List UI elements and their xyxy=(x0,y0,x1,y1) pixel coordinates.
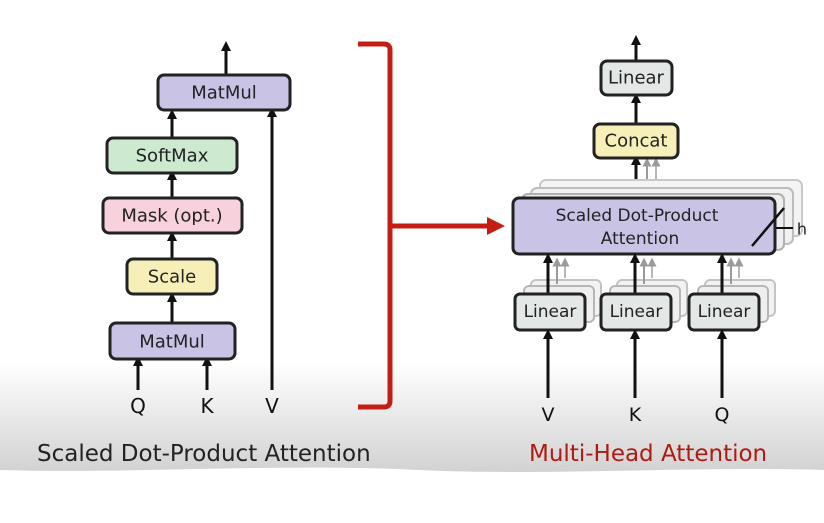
scale-label: Scale xyxy=(148,267,196,288)
input-v: V xyxy=(265,394,279,418)
matmul-bottom-box xyxy=(108,321,237,361)
linear-v-group: Linear xyxy=(513,253,602,398)
linear-q-label: Linear xyxy=(698,302,751,322)
mask-box xyxy=(101,196,244,235)
linear-q-group: Linear xyxy=(687,253,776,398)
mha-input-k: K xyxy=(629,404,642,426)
linear-k-label: Linear xyxy=(610,302,663,322)
softmax-box xyxy=(105,136,239,175)
linear-k-group: Linear xyxy=(599,253,688,398)
mask-label: Mask (opt.) xyxy=(121,206,222,227)
concat-box xyxy=(592,122,680,160)
input-q: Q xyxy=(130,394,146,418)
sdpa-label-line2: Attention xyxy=(601,229,679,249)
sdpa-label-line1: Scaled Dot-Product xyxy=(556,206,719,226)
matmul-top-box xyxy=(156,73,292,112)
expand-bracket xyxy=(358,41,505,410)
multi-head-attention-diagram: Linear Concat Scaled Dot-Product Attenti… xyxy=(511,35,807,467)
matmul-bottom-label: MatMul xyxy=(139,332,205,353)
matmul-top-label: MatMul xyxy=(191,83,257,104)
scaled-dot-product-diagram: MatMul SoftMax Mask (opt.) Scale MatMul … xyxy=(37,41,371,467)
heads-slash xyxy=(751,207,785,247)
sdpa-box xyxy=(511,196,777,256)
concat-label: Concat xyxy=(605,131,668,152)
mha-input-q: Q xyxy=(715,404,730,426)
linear-v-label: Linear xyxy=(524,302,577,322)
heads-label: h xyxy=(797,220,807,239)
softmax-label: SoftMax xyxy=(136,146,209,167)
linear-top-box xyxy=(599,59,674,97)
mha-input-v: V xyxy=(542,404,555,426)
input-k: K xyxy=(200,394,214,418)
left-caption: Scaled Dot-Product Attention xyxy=(37,441,371,467)
right-caption: Multi-Head Attention xyxy=(529,441,767,467)
scale-box xyxy=(125,257,219,296)
linear-top-label: Linear xyxy=(608,68,665,89)
